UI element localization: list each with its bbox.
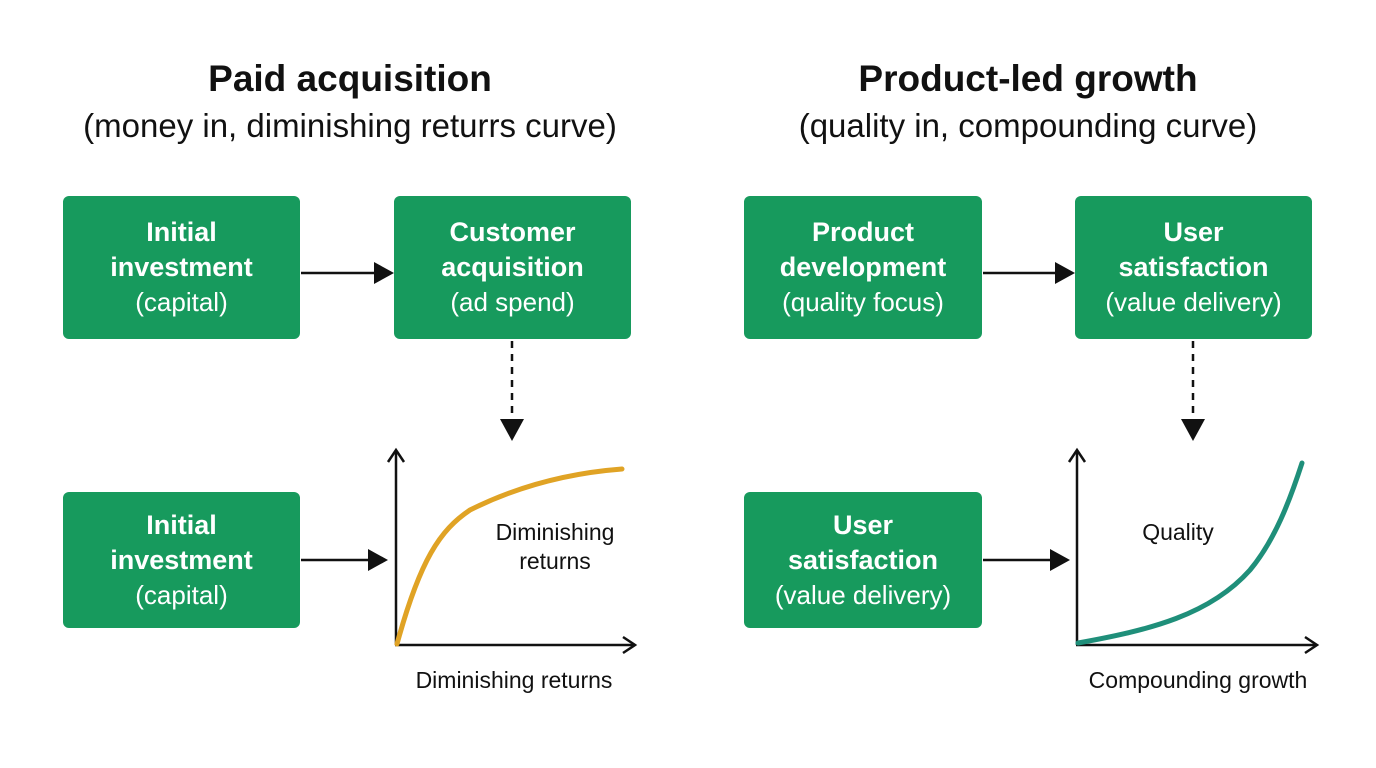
left-curve-label-line1: Diminishing [496, 519, 615, 545]
right-axis-label: Compounding growth [1089, 667, 1308, 693]
box-note: (quality focus) [782, 287, 944, 317]
left-chart-axes [386, 447, 638, 655]
diminishing-returns-curve [394, 466, 625, 647]
left-curve-label-line2: returns [519, 548, 591, 574]
box-heading-line1: Initial [146, 509, 217, 540]
compounding-growth-curve [1075, 460, 1305, 646]
right-panel-title: Product-led growth [858, 58, 1198, 99]
box-note: (value delivery) [1105, 287, 1282, 317]
box-heading-line1: Product [811, 217, 914, 247]
box-note: (capital) [135, 579, 228, 610]
box-heading-line2: satisfaction [1118, 252, 1269, 282]
box-heading-line1: User [832, 509, 894, 540]
box-note: (value delivery) [774, 579, 952, 610]
dashed-arrow-satisfaction-to-chart [1181, 341, 1205, 441]
right-panel-subtitle: (quality in, compounding curve) [798, 107, 1258, 144]
box-heading-line2: acquisition [441, 252, 584, 282]
right-curve-label: Quality [1142, 519, 1214, 545]
box-heading-line1: Initial [146, 217, 217, 247]
arrow-investment-to-acquisition [301, 262, 394, 284]
right-chart-axes [1067, 447, 1320, 655]
arrow-bottom-satisfaction-to-chart [983, 549, 1070, 571]
left-axis-label: Diminishing returns [416, 667, 613, 693]
box-heading-line1: User [1163, 217, 1224, 247]
box-heading-line1: Customer [449, 217, 576, 247]
box-heading-line2: development [779, 252, 947, 282]
arrow-development-to-satisfaction [983, 262, 1075, 284]
product-development-box: Product development (quality focus) [744, 196, 982, 339]
box-heading-line2: investment [110, 252, 253, 282]
left-panel-title: Paid acquisition [208, 58, 492, 99]
user-satisfaction-box: User satisfaction (value delivery) [1075, 196, 1312, 339]
initial-investment-box: Initial investment (capital) [63, 196, 300, 339]
box-heading-line2: satisfaction [787, 544, 939, 575]
initial-investment-box-bottom: Initial investment (capital) [63, 492, 300, 628]
dashed-arrow-acquisition-to-chart [500, 341, 524, 441]
box-heading-line2: investment [110, 544, 253, 575]
box-note: (ad spend) [450, 287, 575, 317]
customer-acquisition-box: Customer acquisition (ad spend) [394, 196, 631, 339]
user-satisfaction-box-bottom: User satisfaction (value delivery) [744, 492, 982, 628]
arrow-bottom-investment-to-chart [301, 549, 388, 571]
left-panel-subtitle: (money in, diminishing returrs curve) [83, 107, 617, 144]
box-note: (capital) [135, 287, 228, 317]
